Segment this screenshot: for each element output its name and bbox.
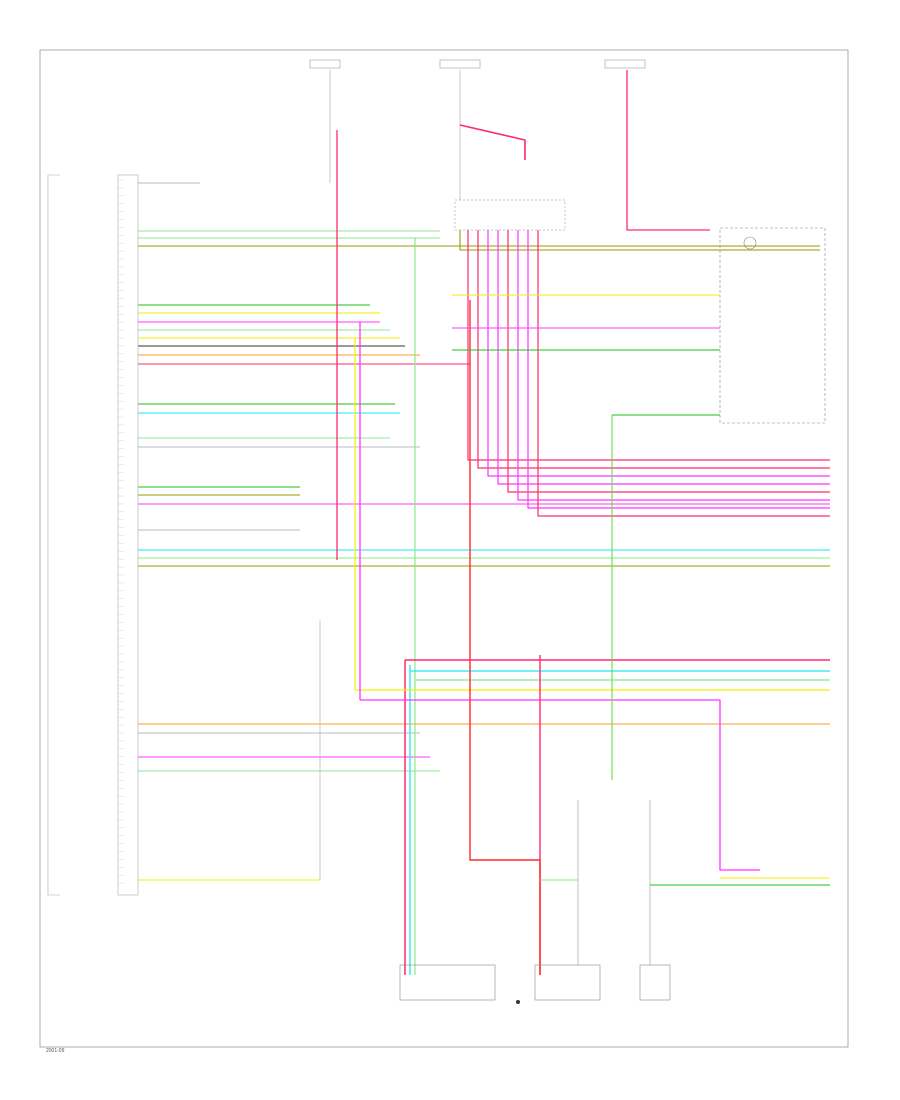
vehicle-speed-sensor-a — [534, 964, 601, 1001]
instrument-cluster-box — [719, 227, 826, 424]
wire-bundle-6 — [527, 230, 830, 509]
wire-bundle-4 — [507, 230, 830, 493]
wire-top-pink-c — [626, 70, 710, 231]
vehicle-speed-sensor-b — [639, 964, 671, 1001]
splice-pack — [454, 199, 566, 231]
fuse-label-a — [309, 59, 341, 69]
wire-top-pink-b — [459, 124, 526, 160]
components — [47, 59, 826, 1004]
wire-top-olive — [459, 230, 820, 251]
wire-bundle-0 — [467, 230, 830, 461]
ground-point — [516, 1000, 520, 1004]
ecm-connector-outline — [117, 174, 139, 896]
wire-bundle-2 — [487, 230, 830, 477]
wires — [138, 70, 830, 975]
diagram-border — [39, 49, 849, 1048]
fuel-pump-sensor — [399, 964, 496, 1001]
fuse-label-b — [439, 59, 481, 69]
ecm-bracket — [47, 174, 60, 896]
wire-v-red — [469, 300, 541, 975]
wire-bundle-7 — [537, 230, 830, 517]
wire-bundle-3 — [497, 230, 830, 485]
indicator-lamp — [743, 236, 757, 250]
wire-h-mag — [360, 699, 760, 871]
fuse-label-c — [604, 59, 646, 69]
footer-code: 2001-09 — [46, 1048, 65, 1054]
wire-bundle-1 — [477, 230, 830, 469]
wire-bundle-5 — [517, 230, 830, 501]
